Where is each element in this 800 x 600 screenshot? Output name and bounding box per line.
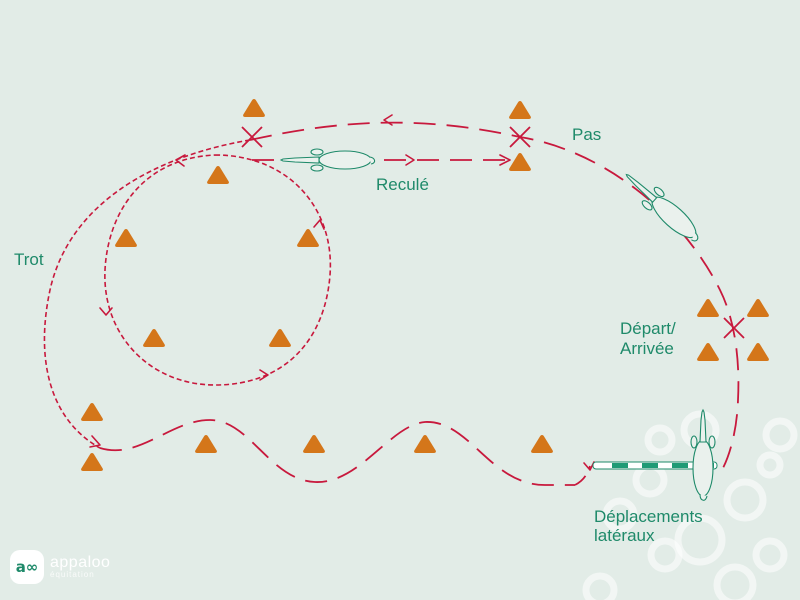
cone-icon <box>509 153 531 171</box>
appaloo-logo-icon: a∞ <box>10 550 44 584</box>
route-serpentine-path <box>99 419 575 486</box>
horse-icon <box>690 408 716 501</box>
cone-icon <box>697 299 719 317</box>
cone-icon <box>143 329 165 347</box>
label-pas: Pas <box>572 125 601 144</box>
label-recule: Reculé <box>376 175 429 194</box>
ground-pole-icon <box>592 461 718 470</box>
cone-icon <box>243 99 265 117</box>
brand-logo: a∞ appaloo équitation <box>10 550 110 584</box>
cone-icon <box>81 403 103 421</box>
background-rings-decoration <box>582 410 798 600</box>
logo-mark: a∞ <box>15 558 39 576</box>
route-trot-path <box>43 139 251 449</box>
cone-icon <box>303 435 325 453</box>
route-circle-path <box>104 154 332 386</box>
cone-icon <box>115 229 137 247</box>
cone-icon <box>81 453 103 471</box>
logo-wordmark: appaloo équitation <box>50 555 110 579</box>
cone-icon <box>747 299 769 317</box>
cone-icon <box>414 435 436 453</box>
cross-marker-icon <box>723 317 745 339</box>
logo-name: appaloo <box>50 554 111 571</box>
label-deplacements-line2: latéraux <box>594 526 655 545</box>
route-walk-path <box>249 121 740 471</box>
horse-icon <box>625 173 699 242</box>
cone-icon <box>269 329 291 347</box>
label-depart-line1: Départ/ <box>620 319 676 338</box>
cone-icon <box>195 435 217 453</box>
cross-marker-icon <box>241 126 263 148</box>
cone-icon <box>747 343 769 361</box>
cone-icon <box>531 435 553 453</box>
cone-icon <box>207 166 229 184</box>
cone-icon <box>697 343 719 361</box>
logo-tagline: équitation <box>50 570 95 579</box>
cone-icon <box>509 101 531 119</box>
label-deplacements-line1: Déplacements <box>594 507 703 526</box>
cone-icon <box>297 229 319 247</box>
horse-icon <box>279 148 376 172</box>
label-trot: Trot <box>14 250 44 269</box>
route-lateral-path <box>574 465 591 486</box>
cross-marker-icon <box>509 126 531 148</box>
route-arrows <box>89 114 595 471</box>
label-depart-line2: Arrivée <box>620 339 674 358</box>
